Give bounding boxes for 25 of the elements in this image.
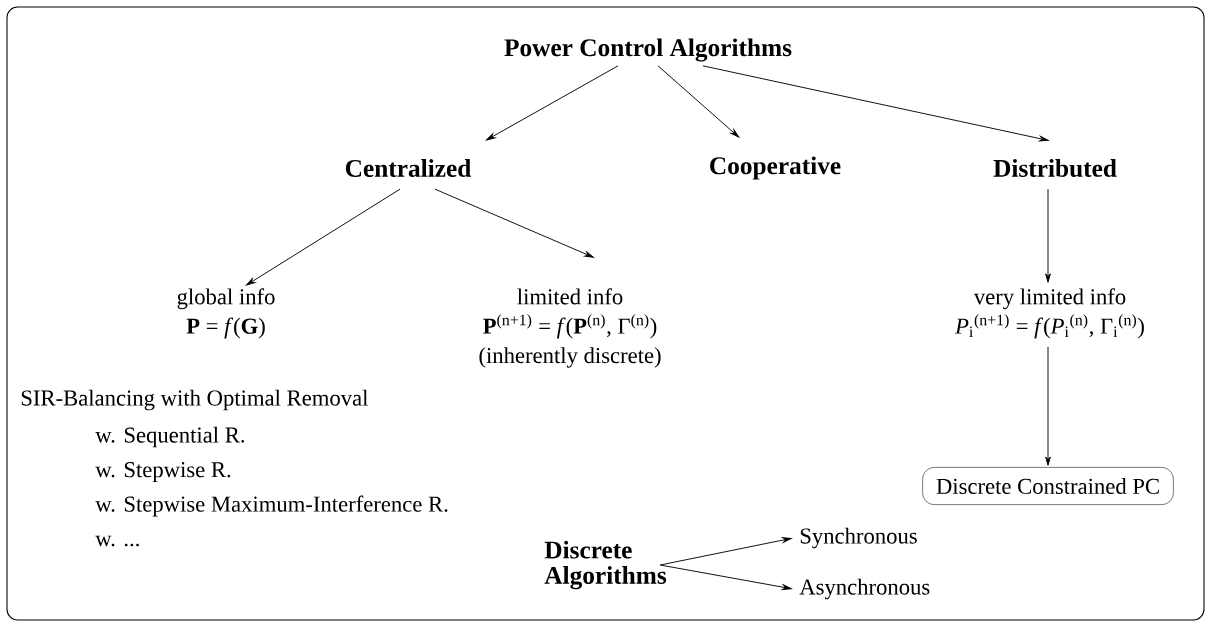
heading-text: Power Control Algorithms: [504, 38, 792, 62]
list-text: w. Sequential R.: [95, 426, 245, 448]
list-text: w. ...: [95, 535, 139, 547]
list-text: w. Stepwise R.: [95, 462, 231, 482]
category-text: Centralized: [345, 159, 472, 177]
category-text: Distributed: [993, 159, 1117, 177]
leaf-text: Synchronous: [800, 527, 917, 549]
leaf-text: Asynchronous: [799, 578, 930, 600]
list-text: SIR-Balancing with Optimal Removal: [21, 389, 368, 411]
arrow: [486, 65, 619, 141]
process-box: Discrete Constrained PC: [922, 467, 1174, 505]
arrow: [659, 564, 792, 590]
category-text: Cooperative: [710, 156, 841, 180]
arrow: [246, 188, 401, 286]
info-text: limited info P$^{(n+1)}$ = f(P$^{(n)}$, Γ$^{(n)}$) (inherently discrete): [479, 288, 661, 368]
arrow: [1045, 346, 1051, 466]
arrow: [659, 537, 792, 566]
info-text: very limited info P$_{i}$$^{(n+1)}$ = f(P$_{i}$$^{(n)}$, Γ$_{i}$$^{(n)}$): [954, 288, 1144, 339]
list-text: w. Stepwise Maximum-Interference R.: [95, 495, 448, 517]
arrow: [434, 188, 594, 258]
arrow: [1045, 188, 1051, 283]
category-text: Discrete Algorithms: [544, 540, 667, 590]
arrow: [657, 65, 740, 138]
info-text: global info P = f(G): [177, 288, 275, 339]
arrow: [702, 65, 1049, 142]
